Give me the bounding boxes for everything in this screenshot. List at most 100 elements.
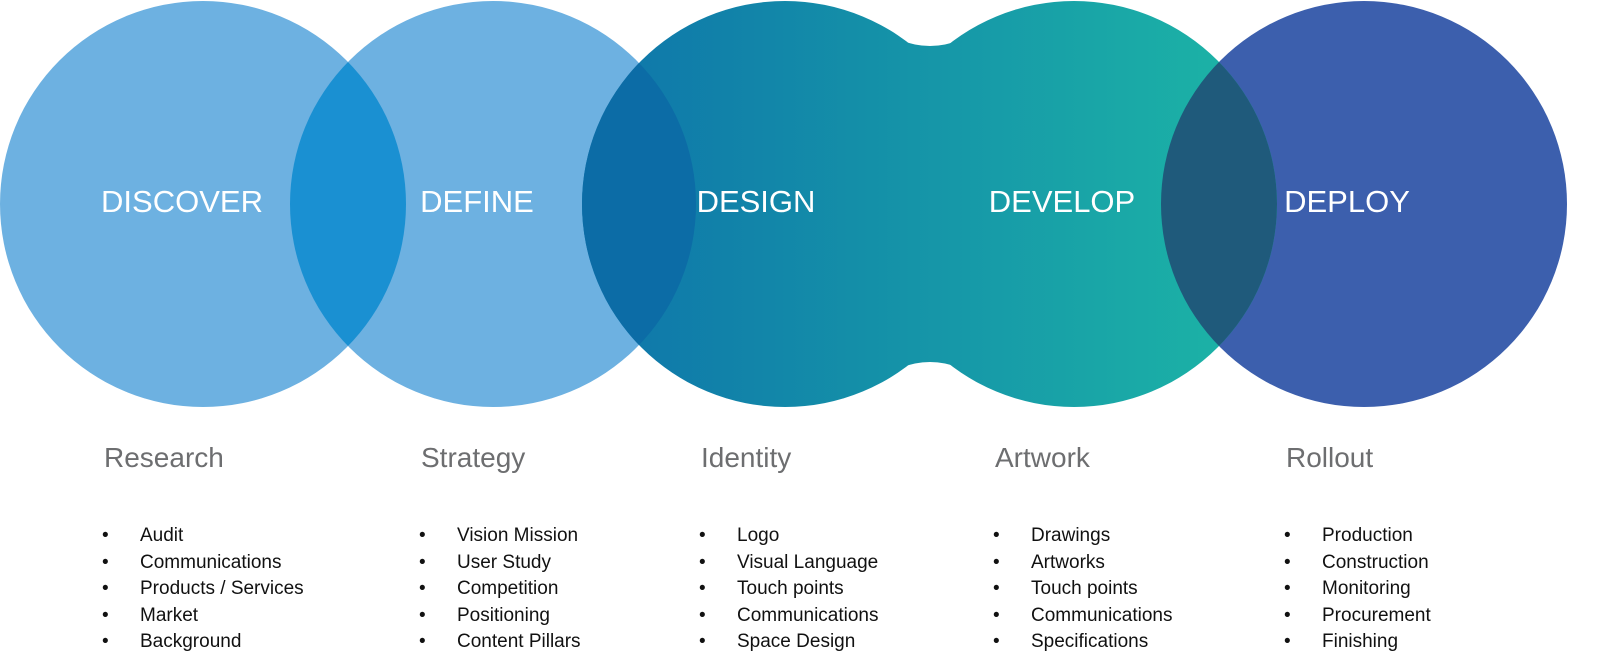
list-item: • Monitoring	[1284, 576, 1431, 603]
list-item: • User Study	[419, 550, 581, 577]
list-item-text: Logo	[737, 525, 780, 546]
list-item-text: Market	[140, 604, 199, 626]
bullet-icon: •	[699, 604, 706, 626]
phase-item-list: • Drawings • Artworks • Touch points • Communic…	[993, 523, 1173, 656]
list-item: • Audit	[102, 523, 304, 550]
list-item-text: Touch points	[737, 578, 844, 599]
phase-column: Strategy • Vision Mission • User Study • Compe…	[419, 440, 581, 652]
deploy-circle	[1161, 1, 1567, 407]
bullet-icon: •	[419, 525, 426, 546]
phase-item-list: • Production • Construction • Monitoring • Proc…	[1284, 523, 1431, 656]
phase-label-design: DESIGN	[696, 184, 816, 219]
phase-label-discover: DISCOVER	[101, 184, 263, 219]
phase-heading: Artwork	[995, 442, 1090, 473]
list-item-text: Specifications	[1031, 631, 1149, 652]
list-item-text: Products / Services	[140, 578, 304, 599]
bullet-icon: •	[419, 578, 426, 599]
bullet-icon: •	[1284, 604, 1291, 626]
bullet-icon: •	[1284, 525, 1291, 546]
list-item: • Touch points	[993, 576, 1173, 603]
list-item-text: Monitoring	[1322, 578, 1411, 599]
phase-column: Research • Audit • Communications • Products /…	[102, 440, 304, 652]
bullet-icon: •	[993, 578, 1000, 599]
define-circle	[290, 1, 696, 407]
list-item-text: Communications	[140, 551, 282, 573]
list-item-text: Competition	[457, 578, 559, 599]
bullet-icon: •	[993, 604, 1000, 626]
bullet-icon: •	[102, 578, 109, 599]
list-item: • Positioning	[419, 603, 581, 630]
bullet-icon: •	[419, 604, 426, 626]
list-item: • Artworks	[993, 550, 1173, 577]
list-item: • Products / Services	[102, 576, 304, 603]
list-item: • Specifications	[993, 629, 1173, 656]
bullet-icon: •	[1284, 631, 1291, 652]
phase-heading: Identity	[701, 442, 792, 473]
list-item-text: Finishing	[1322, 631, 1399, 652]
list-item: • Communications	[993, 603, 1173, 630]
list-item-text: Positioning	[457, 604, 550, 626]
bullet-icon: •	[993, 525, 1000, 546]
list-item-text: Background	[140, 631, 242, 652]
bullet-icon: •	[102, 551, 109, 573]
list-item: • Space Design	[699, 629, 879, 656]
list-item-text: Construction	[1322, 551, 1429, 573]
phase-item-list: • Logo • Visual Language • Touch points • Commu…	[699, 523, 879, 656]
list-item-text: Artworks	[1031, 551, 1105, 573]
list-item-text: Touch points	[1031, 578, 1138, 599]
bullet-icon: •	[102, 631, 109, 652]
list-item: • Background	[102, 629, 304, 656]
list-item-text: Space Design	[737, 631, 856, 652]
list-item: • Logo	[699, 523, 879, 550]
list-item-text: Content Pillars	[457, 631, 581, 652]
bullet-icon: •	[102, 525, 109, 546]
list-item-text: Visual Language	[737, 551, 879, 573]
design-develop-blob	[582, 1, 1277, 407]
phase-column: Artwork • Drawings • Artworks • Touch points • C…	[993, 440, 1173, 652]
list-item: • Market	[102, 603, 304, 630]
list-item: • Touch points	[699, 576, 879, 603]
phase-label-deploy: DEPLOY	[1284, 184, 1410, 219]
phase-item-list: • Audit • Communications • Products / Service…	[102, 523, 304, 656]
list-item-text: Communications	[1031, 604, 1173, 626]
list-item-text: Communications	[737, 604, 879, 626]
phase-item-list: • Vision Mission • User Study • Competition • P…	[419, 523, 581, 656]
bullet-icon: •	[699, 631, 706, 652]
phase-heading: Strategy	[421, 442, 526, 473]
phase-label-define: DEFINE	[420, 184, 534, 219]
list-item: • Vision Mission	[419, 523, 581, 550]
list-item: • Procurement	[1284, 603, 1431, 630]
bullet-icon: •	[993, 631, 1000, 652]
list-item: • Communications	[699, 603, 879, 630]
list-item-text: Procurement	[1322, 604, 1431, 626]
list-item: • Visual Language	[699, 550, 879, 577]
bullet-icon: •	[102, 604, 109, 626]
list-item-text: User Study	[457, 551, 551, 573]
bullet-icon: •	[1284, 578, 1291, 599]
list-item-text: Drawings	[1031, 525, 1111, 546]
list-item-text: Production	[1322, 525, 1413, 546]
list-item: • Communications	[102, 550, 304, 577]
list-item: • Competition	[419, 576, 581, 603]
bullet-icon: •	[1284, 551, 1291, 573]
phase-heading: Rollout	[1286, 442, 1374, 473]
phase-label-develop: DEVELOP	[988, 184, 1136, 219]
list-item: • Production	[1284, 523, 1431, 550]
bullet-icon: •	[699, 551, 706, 573]
bullet-icon: •	[699, 578, 706, 599]
phase-column: Identity • Logo • Visual Language • Touch poin…	[699, 440, 879, 652]
bullet-icon: •	[699, 525, 706, 546]
phase-column: Rollout • Production • Construction • Monitori…	[1284, 440, 1431, 652]
bullet-icon: •	[993, 551, 1000, 573]
discover-circle	[0, 1, 406, 407]
list-item-text: Audit	[140, 525, 184, 546]
phase-heading: Research	[104, 442, 224, 473]
bullet-icon: •	[419, 631, 426, 652]
list-item: • Construction	[1284, 550, 1431, 577]
list-item-text: Vision Mission	[457, 525, 579, 546]
bullet-icon: •	[419, 551, 426, 573]
list-item: • Finishing	[1284, 629, 1431, 656]
list-item: • Content Pillars	[419, 629, 581, 656]
